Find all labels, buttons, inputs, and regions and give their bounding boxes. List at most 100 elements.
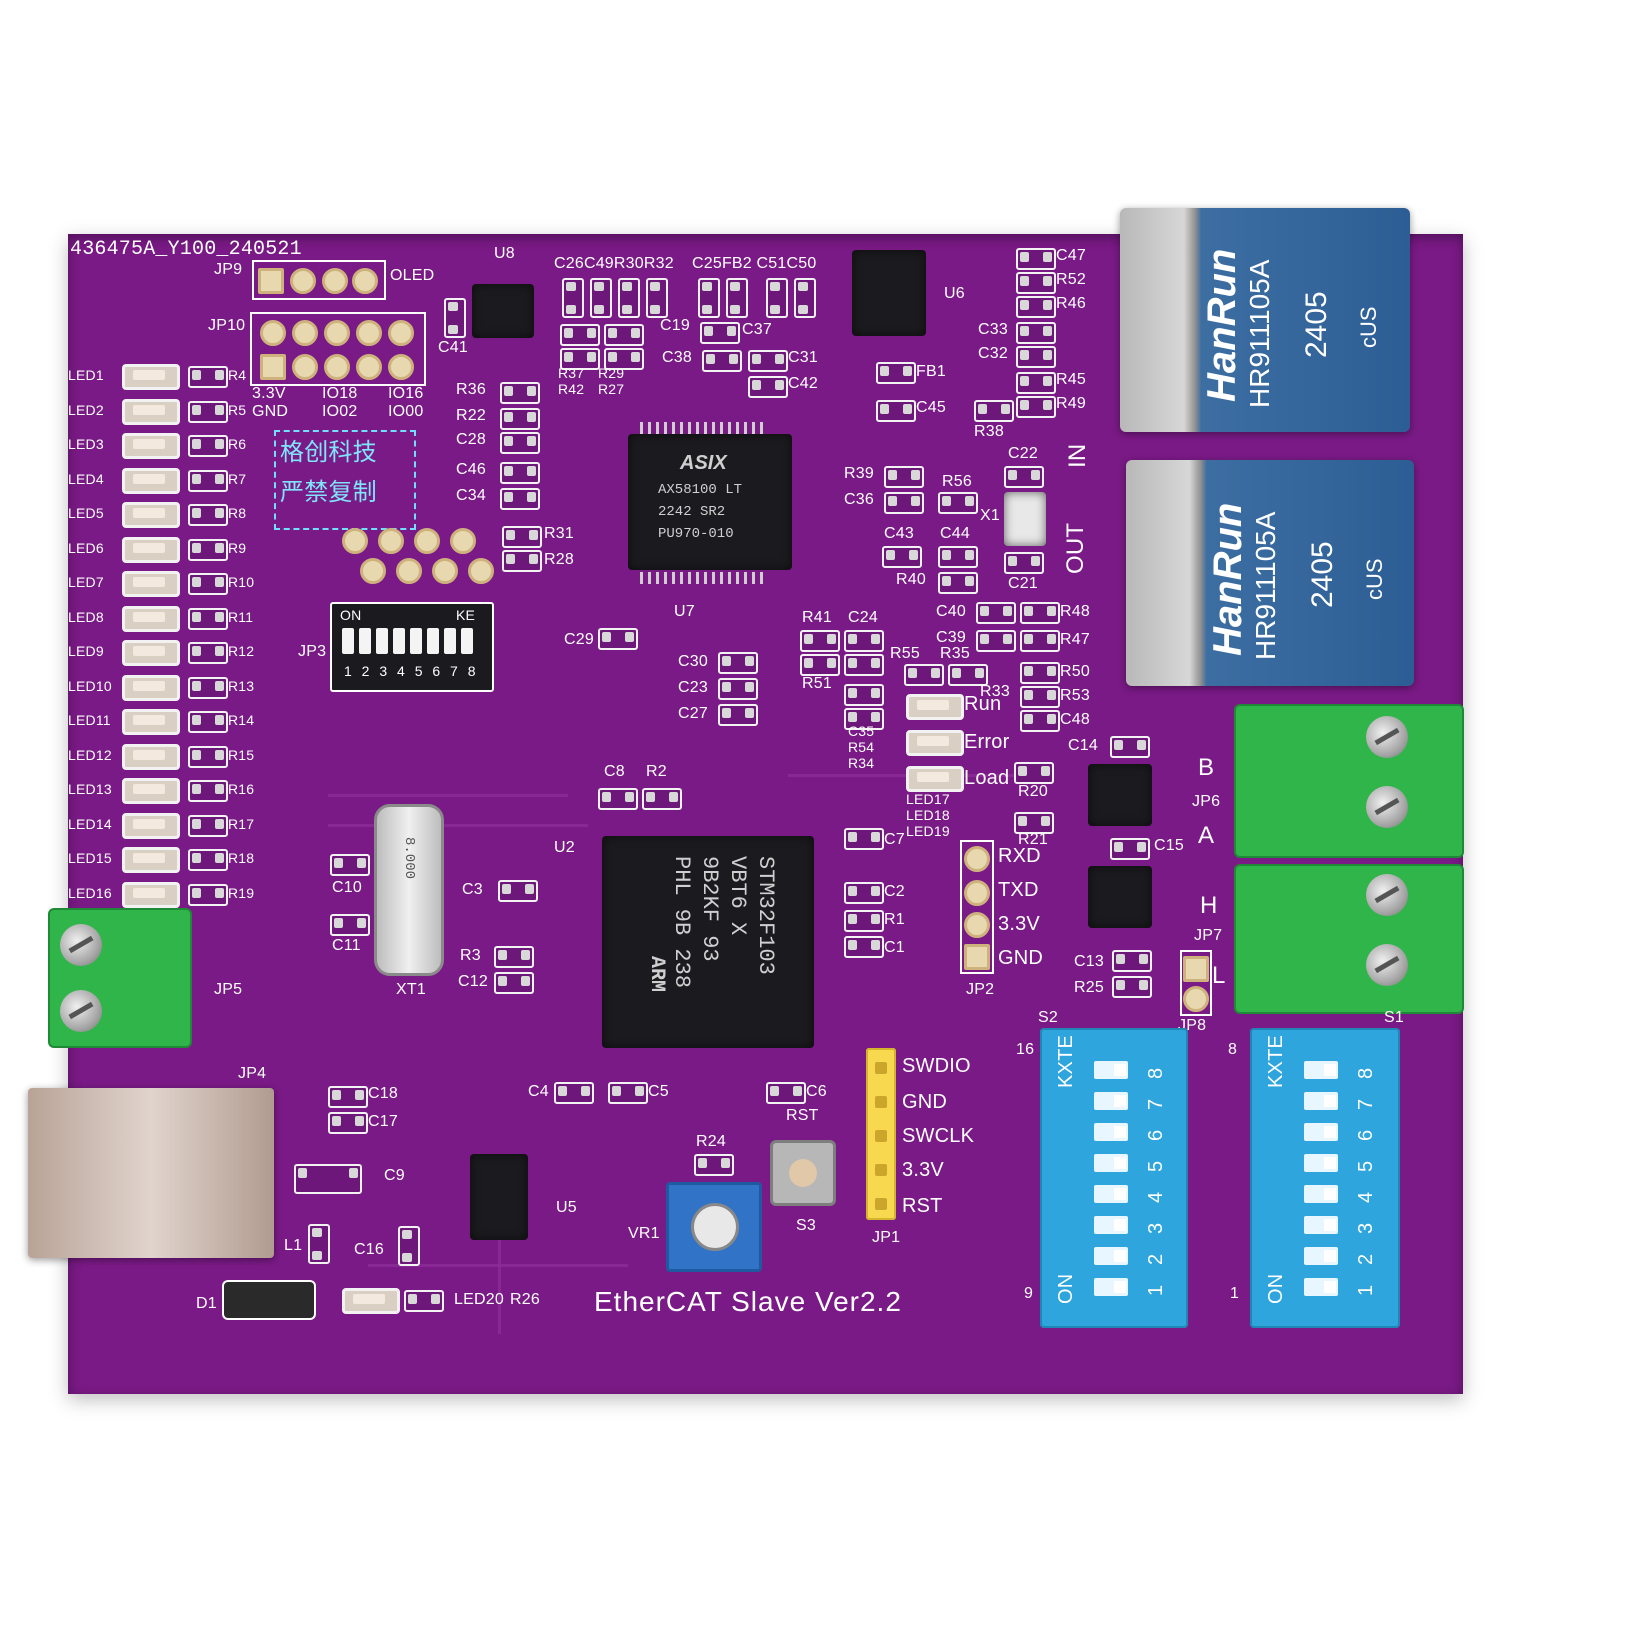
c41-cap	[444, 298, 466, 338]
dip-switch-lever[interactable]	[1304, 1092, 1338, 1110]
c39-cap	[976, 630, 1016, 652]
c27-cap	[718, 704, 758, 726]
vr1-potentiometer[interactable]	[666, 1182, 762, 1272]
led-resistor	[188, 470, 228, 492]
b-label: B	[1198, 754, 1215, 781]
jp10-header[interactable]	[250, 312, 426, 386]
c16-cap	[398, 1226, 420, 1266]
dip-switch-lever[interactable]	[1094, 1247, 1128, 1265]
c45-label: C45	[916, 399, 946, 416]
top-cap	[590, 278, 612, 318]
dip-switch-lever[interactable]	[1304, 1278, 1338, 1296]
u6-label: U6	[944, 285, 965, 302]
chip-pin	[760, 572, 763, 584]
jp4-usb-b-connector[interactable]	[28, 1088, 274, 1258]
dip-switch-lever[interactable]	[1094, 1154, 1128, 1172]
jp3-switch[interactable]	[410, 628, 422, 654]
r21-res	[1014, 812, 1054, 834]
jp3-pin	[432, 558, 458, 584]
dip-switch-lever[interactable]	[1094, 1092, 1128, 1110]
dip-switch-lever[interactable]	[1304, 1154, 1338, 1172]
jp3-dip-switch[interactable]: ON KE 1 2 3 4 5 6 7 8	[330, 602, 494, 692]
led-indicator	[122, 537, 180, 563]
r55-label: R55	[890, 645, 920, 662]
r47-label: R47	[1060, 631, 1090, 648]
jp3-on-label: ON	[340, 607, 362, 623]
jp3-switch[interactable]	[461, 628, 473, 654]
load-label: Load	[964, 767, 1010, 789]
r22-res	[500, 408, 540, 430]
jp3-switch[interactable]	[342, 628, 354, 654]
dip-switch-lever[interactable]	[1304, 1185, 1338, 1203]
r41-res	[800, 630, 840, 652]
dip-switch-lever[interactable]	[1094, 1061, 1128, 1079]
led-label: LED5	[68, 505, 104, 521]
dip-switch-lever[interactable]	[1304, 1061, 1338, 1079]
dip-switch-lever[interactable]	[1094, 1216, 1128, 1234]
terminal-block-ab[interactable]	[1234, 704, 1464, 858]
jp6-label: JP6	[1192, 793, 1221, 810]
led-resistor	[188, 504, 228, 526]
s3-reset-button[interactable]	[770, 1140, 836, 1206]
jp3-numbers: 1 2 3 4 5 6 7 8	[344, 663, 479, 679]
r47-res	[1020, 630, 1060, 652]
jp3-label: JP3	[298, 643, 327, 660]
c23-label: C23	[678, 679, 708, 696]
r20-label: R20	[1018, 783, 1048, 800]
r45-res	[1016, 372, 1056, 394]
r42-res	[560, 348, 600, 370]
c46-cap	[500, 462, 540, 484]
c24-label: C24	[848, 609, 878, 626]
swd-rst-label: RST	[902, 1195, 943, 1217]
jp8-header[interactable]	[1180, 950, 1212, 1016]
dip-switch-lever[interactable]	[1094, 1185, 1128, 1203]
c30-label: C30	[678, 653, 708, 670]
dip-switch-lever[interactable]	[1304, 1247, 1338, 1265]
led-label: LED7	[68, 574, 104, 590]
chip-pin	[712, 572, 715, 584]
r53-label: R53	[1060, 687, 1090, 704]
dip-switch-lever[interactable]	[1304, 1216, 1338, 1234]
jp3-switch[interactable]	[393, 628, 405, 654]
stm-line-1: STM32F103	[753, 856, 778, 975]
led-indicator	[122, 778, 180, 804]
jp3-switch[interactable]	[444, 628, 456, 654]
c37-cap	[700, 322, 740, 344]
top-cap	[618, 278, 640, 318]
led-resistor	[188, 849, 228, 871]
c48-cap	[1020, 710, 1060, 732]
jp1-swd-header[interactable]	[866, 1048, 896, 1220]
chip-pin	[640, 422, 643, 434]
dip-switch-lever[interactable]	[1094, 1123, 1128, 1141]
rs485-chip-2	[1088, 866, 1152, 928]
r35-res	[948, 664, 988, 686]
r56-label: R56	[942, 473, 972, 490]
jp3-pin	[468, 558, 494, 584]
jp3-pin	[342, 528, 368, 554]
led-resistor	[188, 815, 228, 837]
chip-pin	[656, 422, 659, 434]
n16-label: 16	[1016, 1041, 1035, 1058]
dip-switch-lever[interactable]	[1304, 1123, 1338, 1141]
dip-switch-number: 3	[1145, 1222, 1167, 1234]
jp3-switch[interactable]	[359, 628, 371, 654]
terminal-block-hl[interactable]	[1234, 864, 1464, 1014]
rj45-out-jack[interactable]: HanRun HR911105A 2405 cUS	[1126, 460, 1414, 686]
jp10-pin	[324, 320, 350, 346]
dip-switch-lever[interactable]	[1094, 1278, 1128, 1296]
c12-cap	[494, 972, 534, 994]
led-resistor	[188, 573, 228, 595]
jp5-power-terminal[interactable]	[48, 908, 192, 1048]
board-id-code: 436475A_Y100_240521	[70, 238, 302, 261]
rj45-in-jack[interactable]: HanRun HR911105A 2405 cUS	[1120, 208, 1410, 432]
jp2-header[interactable]	[960, 840, 994, 974]
rj45-date: 2405	[1306, 541, 1339, 608]
a-label: A	[1198, 822, 1215, 849]
jp3-switch[interactable]	[427, 628, 439, 654]
jp3-switch[interactable]	[376, 628, 388, 654]
c3-cap	[498, 880, 538, 902]
jp9-header[interactable]	[252, 260, 386, 300]
c3-label: C3	[462, 881, 483, 898]
